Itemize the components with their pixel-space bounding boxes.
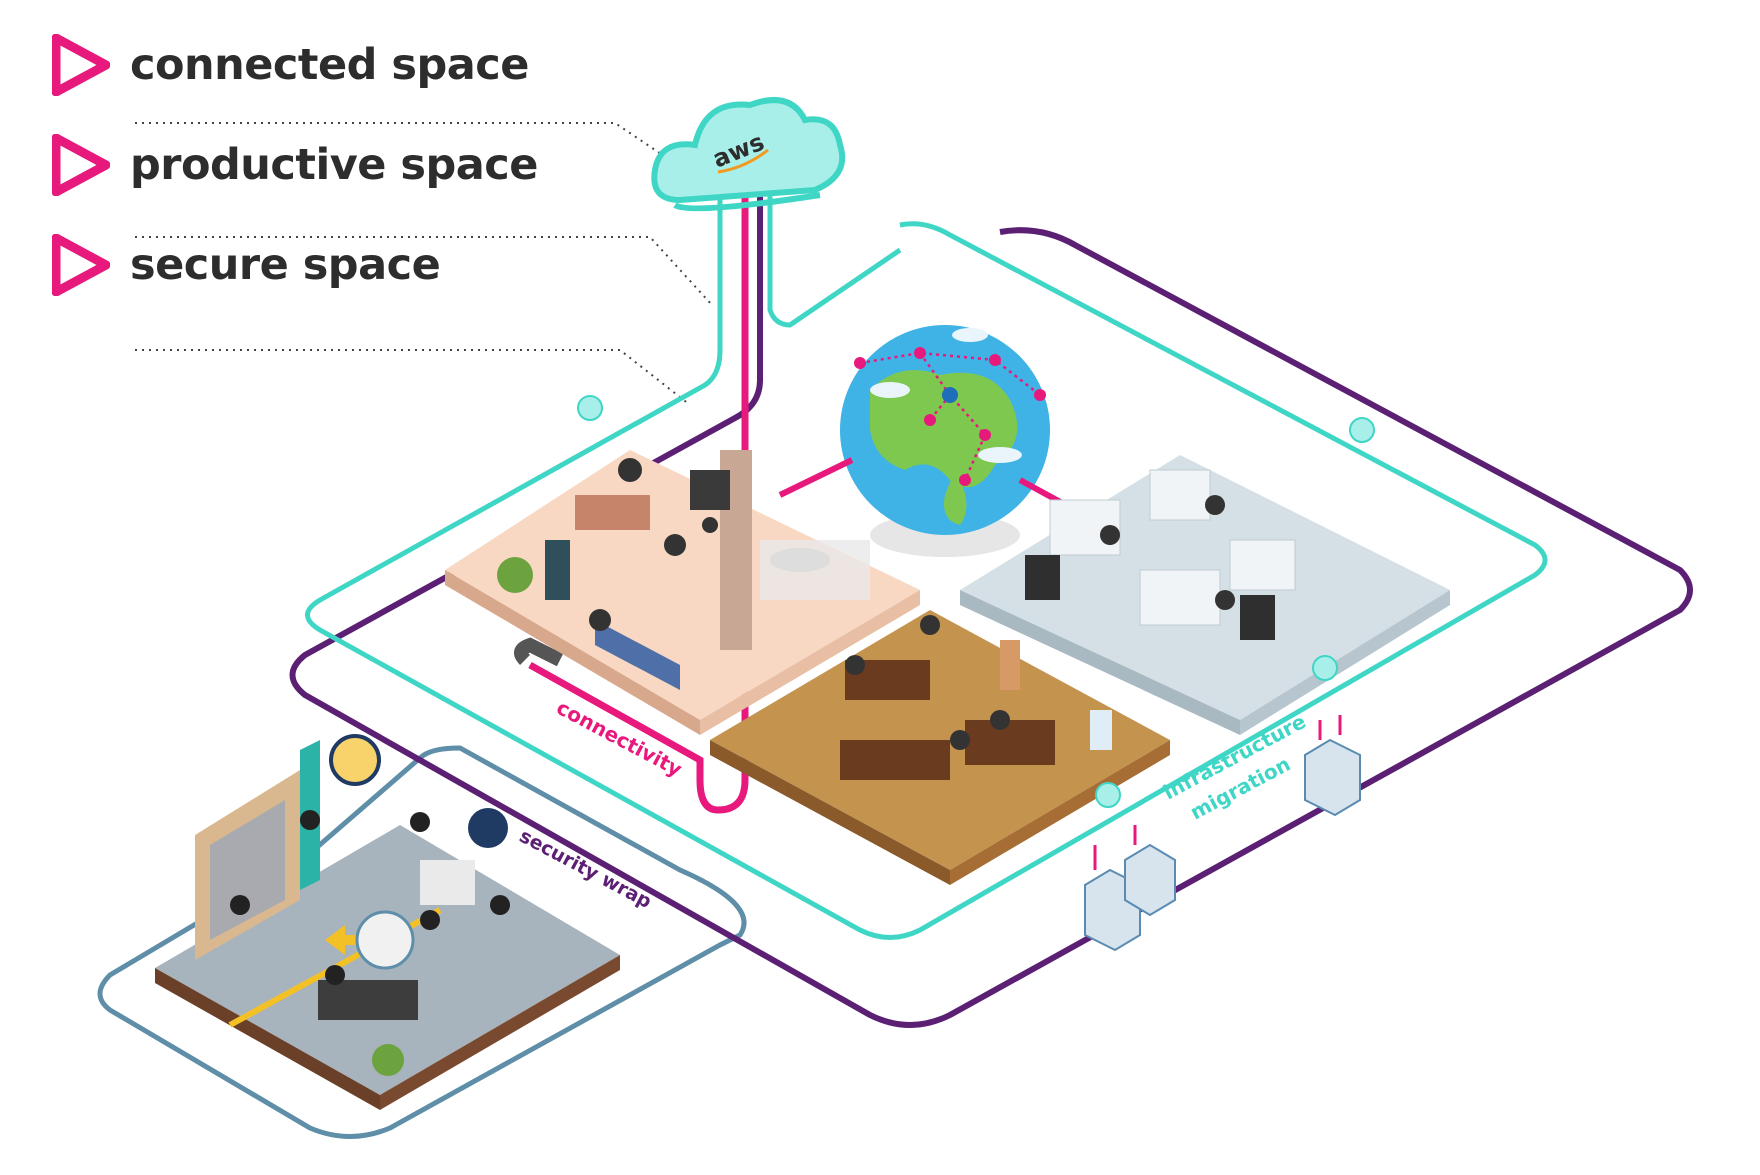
reception-floor: [445, 450, 920, 735]
pink-connectivity-line: [528, 175, 749, 814]
teal-cloud-drop: [767, 175, 902, 328]
server-stack-icon: [1084, 715, 1361, 952]
aws-cloud: aws: [651, 97, 846, 212]
legend-connected-space: connected space: [52, 30, 529, 100]
pin-blue: [942, 387, 958, 403]
cubicles-floor: GDPR: [960, 455, 1450, 735]
legend-productive-space: productive space: [52, 130, 538, 200]
legend-label: productive space: [130, 140, 538, 190]
globe-connector-left: [778, 457, 854, 498]
legend-leader-lines: [135, 122, 713, 406]
security-wrap-loop: [97, 745, 747, 1139]
play-triangle-icon: [52, 234, 110, 296]
security-floor: [155, 734, 620, 1110]
security-wrap-label: security wrap: [516, 825, 656, 913]
teal-network-loop: [305, 175, 1548, 940]
workspace-floor: [710, 610, 1170, 885]
gdpr-sign: GDPR: [1369, 476, 1403, 499]
play-triangle-icon: [52, 34, 110, 96]
legend-label: secure space: [130, 240, 441, 290]
legend-label: connected space: [130, 40, 529, 90]
aws-smile-icon: [717, 148, 769, 174]
cloud-node-icon: [577, 395, 1375, 808]
legend-secure-space: secure space: [52, 230, 441, 300]
globe: [840, 325, 1050, 557]
entry-arrow-icon: [325, 925, 370, 955]
purple-network-loop: [289, 175, 1693, 1028]
pipe-elbow: [514, 637, 564, 667]
play-triangle-icon: [52, 134, 110, 196]
